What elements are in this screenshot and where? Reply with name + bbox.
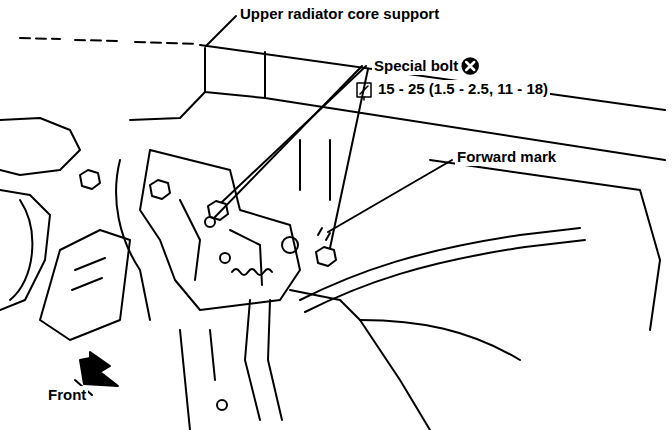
part-name: Special bolt [372,57,460,75]
part-name: Forward mark [455,148,558,166]
direction-label: Front [46,386,88,404]
torque-spec: 15 - 25 (1.5 - 2.5, 11 - 18) [376,80,550,98]
part-name: Upper radiator core support [238,5,441,23]
